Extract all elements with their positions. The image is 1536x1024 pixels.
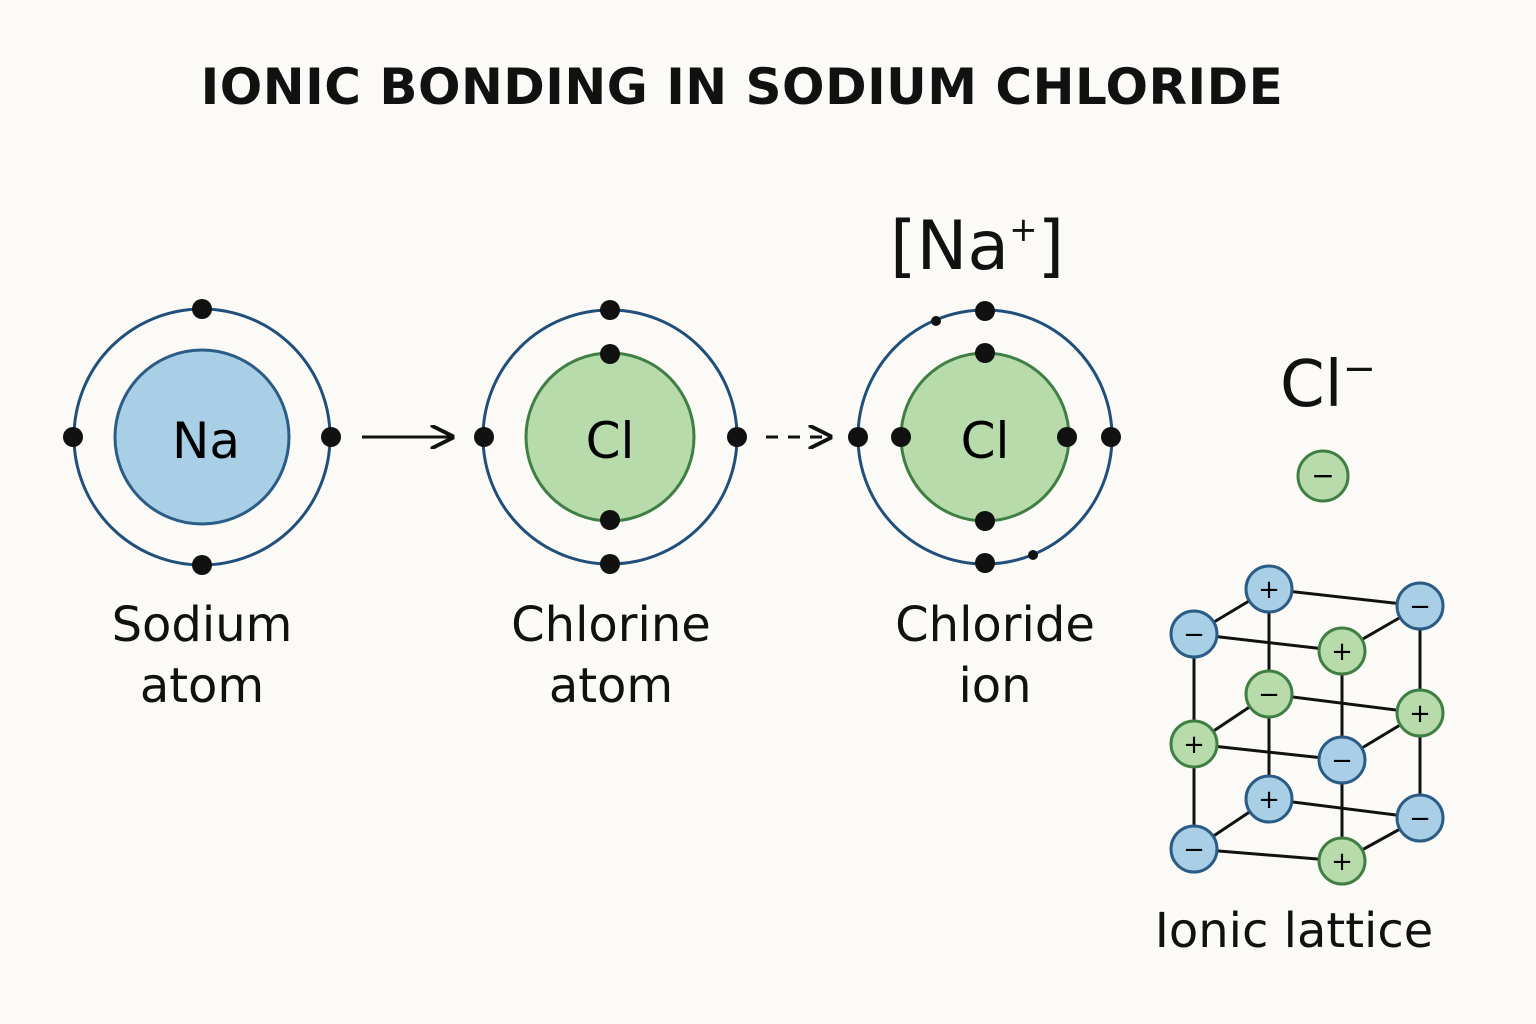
sodium-ion-label: [Na+]: [890, 207, 1064, 286]
electron: [600, 344, 620, 364]
sodium-caption: Sodium atom: [62, 595, 342, 717]
plus-sign: +: [1183, 730, 1205, 760]
green-cation-node: +: [1317, 836, 1367, 886]
blue-anion-node: −: [1317, 735, 1367, 785]
sodium-ion-base: [Na: [890, 207, 1010, 286]
green-cation-node: +: [1317, 626, 1367, 676]
electron: [321, 427, 341, 447]
electron: [600, 300, 620, 320]
electron: [474, 427, 494, 447]
green-anion-node: −: [1244, 669, 1294, 719]
minus-sign: −: [1409, 804, 1431, 834]
plus-sign: +: [1258, 785, 1280, 815]
electron: [727, 427, 747, 447]
electron: [1057, 427, 1077, 447]
sodium-nucleus: [113, 348, 291, 526]
sodium-caption-line1: Sodium: [111, 597, 293, 653]
minus-sign: −: [1409, 592, 1431, 622]
blue-cation-node: +: [1244, 774, 1294, 824]
blue-cation-node: +: [1244, 564, 1294, 614]
ionic-lattice: + − − + − + + − + − − +: [1169, 564, 1445, 886]
plus-sign: +: [1409, 699, 1431, 729]
green-cation-node: +: [1395, 688, 1445, 738]
sodium-ion-charge: +: [1009, 210, 1038, 250]
green-cation-node: +: [1169, 719, 1219, 769]
transferred-electron: [1028, 550, 1038, 560]
blue-anion-node: −: [1395, 581, 1445, 631]
chloride-ion-label: Cl−: [1280, 346, 1376, 422]
sodium-symbol: Na: [172, 412, 240, 470]
lattice-caption: Ionic lattice: [1154, 903, 1434, 959]
electron: [192, 299, 212, 319]
electron: [600, 510, 620, 530]
electron: [975, 301, 995, 321]
electron: [63, 427, 83, 447]
chloride-ion-base: Cl: [1280, 348, 1343, 422]
electron: [848, 427, 868, 447]
blue-anion-node: −: [1395, 793, 1445, 843]
electron: [192, 555, 212, 575]
blue-anion-node: −: [1169, 824, 1219, 874]
lattice-bond: [1268, 692, 1421, 715]
sodium-atom: Na: [63, 299, 341, 575]
transferred-electron: [931, 316, 941, 326]
plus-sign: +: [1258, 575, 1280, 605]
chloride-ion: Cl: [848, 301, 1121, 573]
plus-sign: +: [1331, 847, 1353, 877]
blue-anion-node: −: [1169, 609, 1219, 659]
chloride-caption: Chloride ion: [850, 595, 1140, 717]
minus-sign: −: [1183, 620, 1205, 650]
chloride-ion-charge: −: [1342, 346, 1376, 392]
lattice-bond: [1268, 797, 1421, 820]
electron: [600, 554, 620, 574]
electron: [975, 553, 995, 573]
electron: [975, 343, 995, 363]
minus-sign: −: [1183, 835, 1205, 865]
chlorine-caption: Chlorine atom: [470, 595, 752, 717]
lattice-bond: [1193, 847, 1343, 863]
sodium-ion-close: ]: [1037, 207, 1065, 286]
chlorine-caption-line1: Chlorine: [511, 597, 711, 653]
chlorine-symbol: Cl: [586, 412, 635, 470]
chlorine-atom: Cl: [474, 300, 747, 574]
sodium-caption-line2: atom: [139, 658, 265, 714]
chloride-caption-line2: ion: [958, 658, 1032, 714]
electron: [891, 427, 911, 447]
electron: [1101, 427, 1121, 447]
minus-sign: −: [1331, 746, 1353, 776]
minus-sign: −: [1258, 680, 1280, 710]
chloride-caption-line1: Chloride: [895, 597, 1095, 653]
lattice-bond: [1268, 587, 1421, 608]
minus-sign: −: [1311, 459, 1334, 492]
chlorine-caption-line2: atom: [548, 658, 674, 714]
plus-sign: +: [1331, 637, 1353, 667]
chloride-legend-ion: −: [1296, 449, 1350, 503]
chloride-symbol: Cl: [961, 412, 1010, 470]
electron: [975, 511, 995, 531]
diagram-title: IONIC BONDING IN SODIUM CHLORIDE: [200, 58, 1284, 116]
